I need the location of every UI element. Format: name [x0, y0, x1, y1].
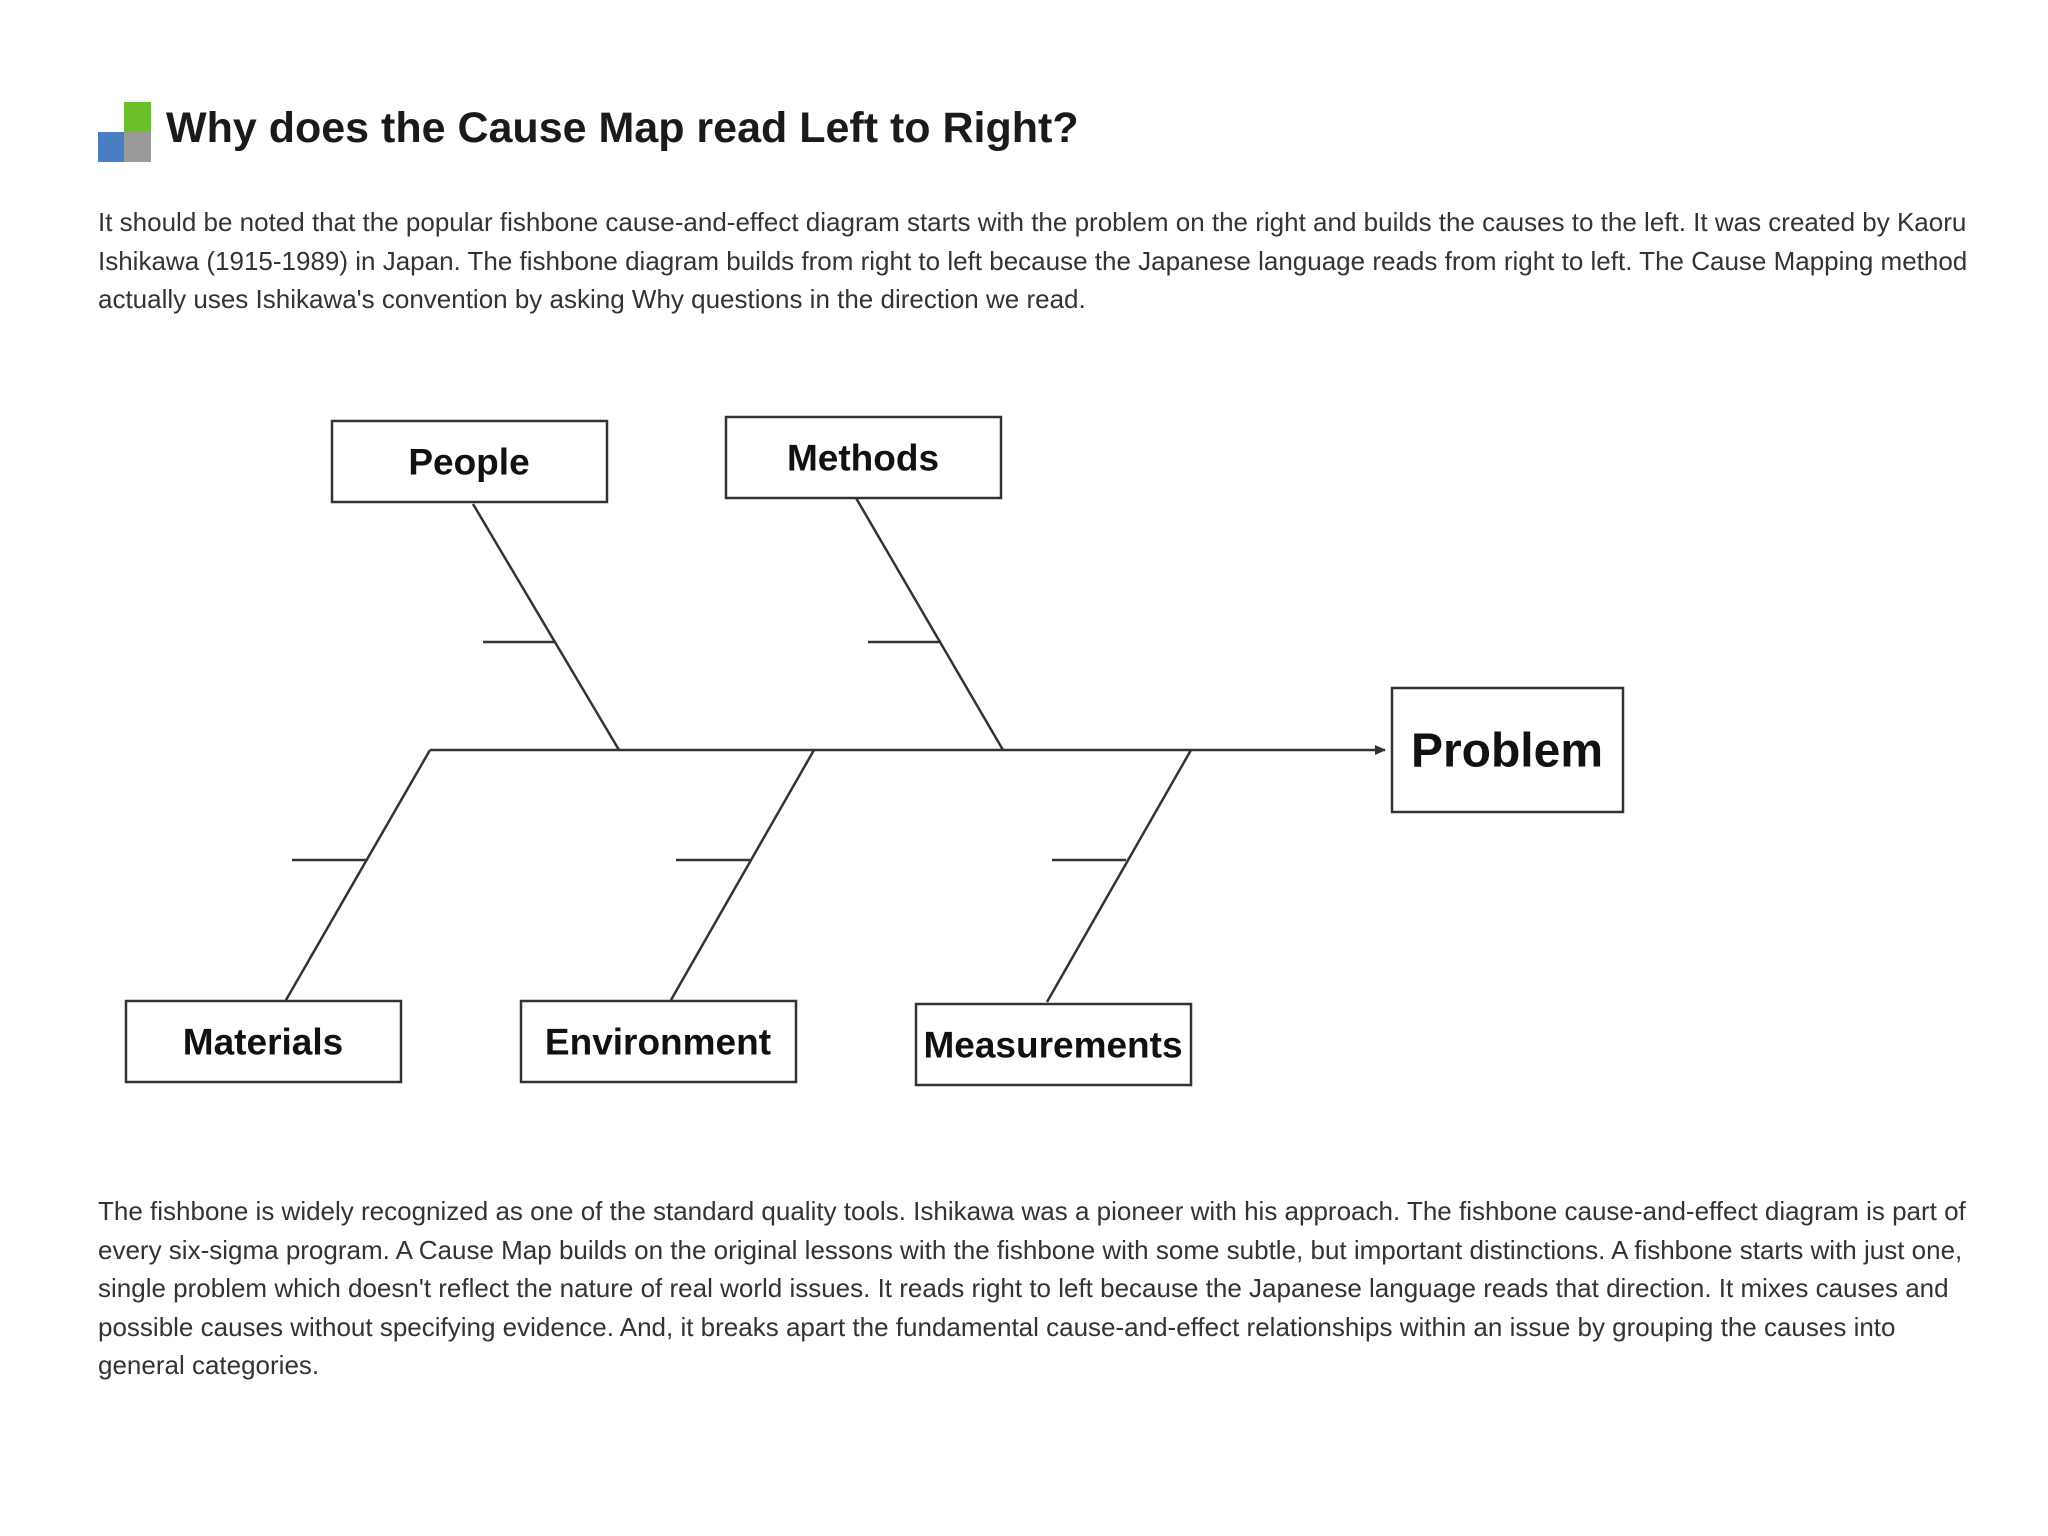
logo-gray-square: [124, 132, 151, 162]
cause-box-materials: Materials: [124, 999, 403, 1084]
effect-box-problem: Problem: [1390, 686, 1625, 814]
cause-box-methods: Methods: [724, 415, 1003, 500]
bone-measurements: [1045, 749, 1193, 1003]
effect-label: Problem: [1411, 725, 1603, 778]
cause-label-environment: Environment: [545, 1022, 771, 1063]
cause-label-people: People: [408, 442, 529, 483]
logo-white-square: [98, 116, 124, 132]
cause-map-logo-icon: [98, 102, 151, 162]
bone-environment: [669, 749, 816, 1001]
bone-materials: [284, 749, 432, 1001]
cause-box-people: People: [330, 419, 609, 504]
intro-paragraph: It should be noted that the popular fish…: [98, 207, 1968, 314]
bone-methods: [854, 497, 1005, 751]
bone-people: [471, 503, 621, 751]
cause-label-methods: Methods: [787, 438, 939, 479]
cause-box-environment: Environment: [519, 999, 798, 1084]
cause-label-materials: Materials: [183, 1022, 343, 1063]
logo-green-square: [124, 102, 151, 132]
cause-label-measurements: Measurements: [923, 1025, 1182, 1066]
outro-paragraph: The fishbone is widely recognized as one…: [98, 1196, 1966, 1380]
logo-blue-square: [98, 132, 124, 162]
cause-box-measurements: Measurements: [914, 1002, 1193, 1087]
page-title: Why does the Cause Map read Left to Righ…: [166, 104, 1079, 152]
